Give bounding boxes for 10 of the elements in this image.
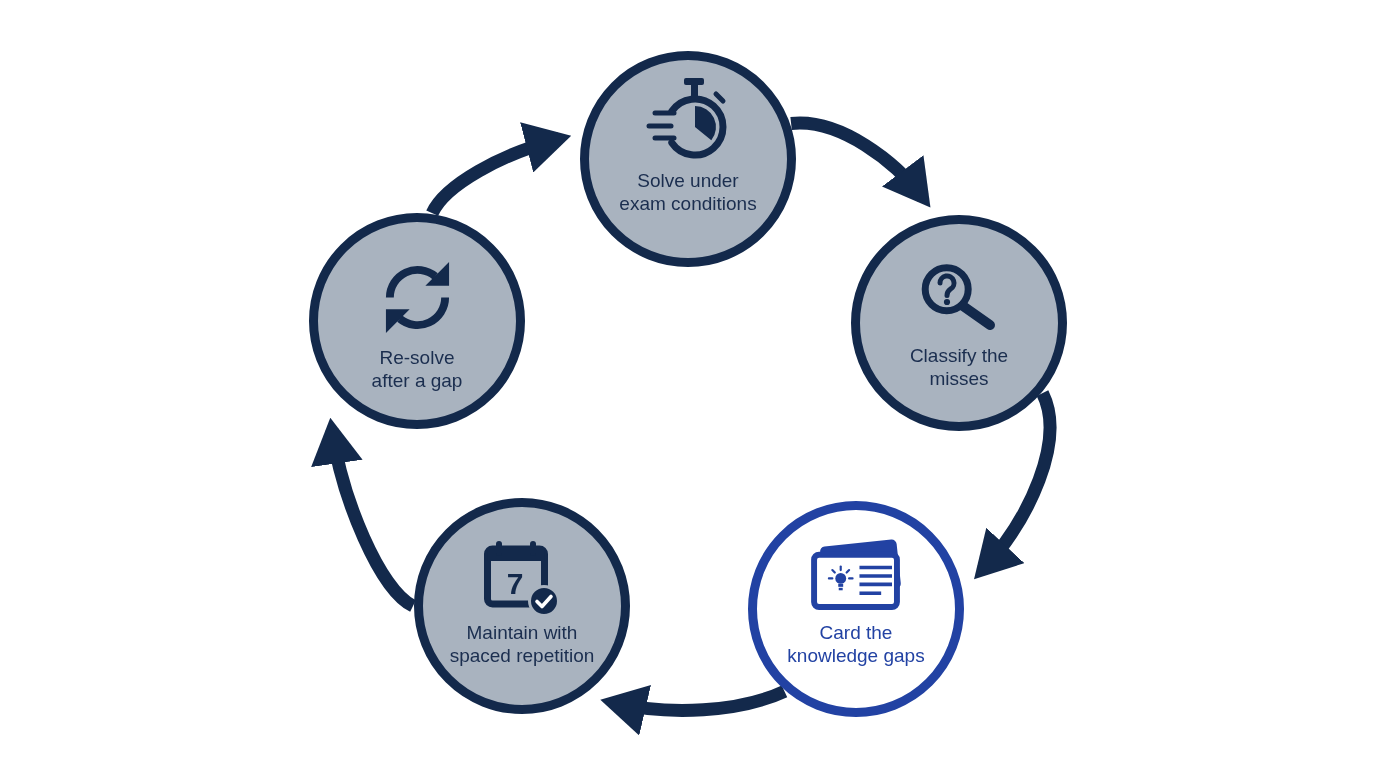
step-label: Card the knowledge gaps	[786, 620, 926, 667]
step-label: Maintain with spaced repetition	[448, 620, 596, 667]
curved-arrow	[790, 116, 931, 208]
curved-arrow	[426, 123, 572, 217]
step-label: Re-solve after a gap	[370, 346, 464, 392]
step-label: Classify the misses	[908, 343, 1010, 390]
curved-arrow	[974, 390, 1057, 580]
curved-arrow	[600, 683, 787, 735]
calendar-date: 7	[506, 568, 524, 599]
step-label: Solve under exam conditions	[618, 169, 758, 215]
